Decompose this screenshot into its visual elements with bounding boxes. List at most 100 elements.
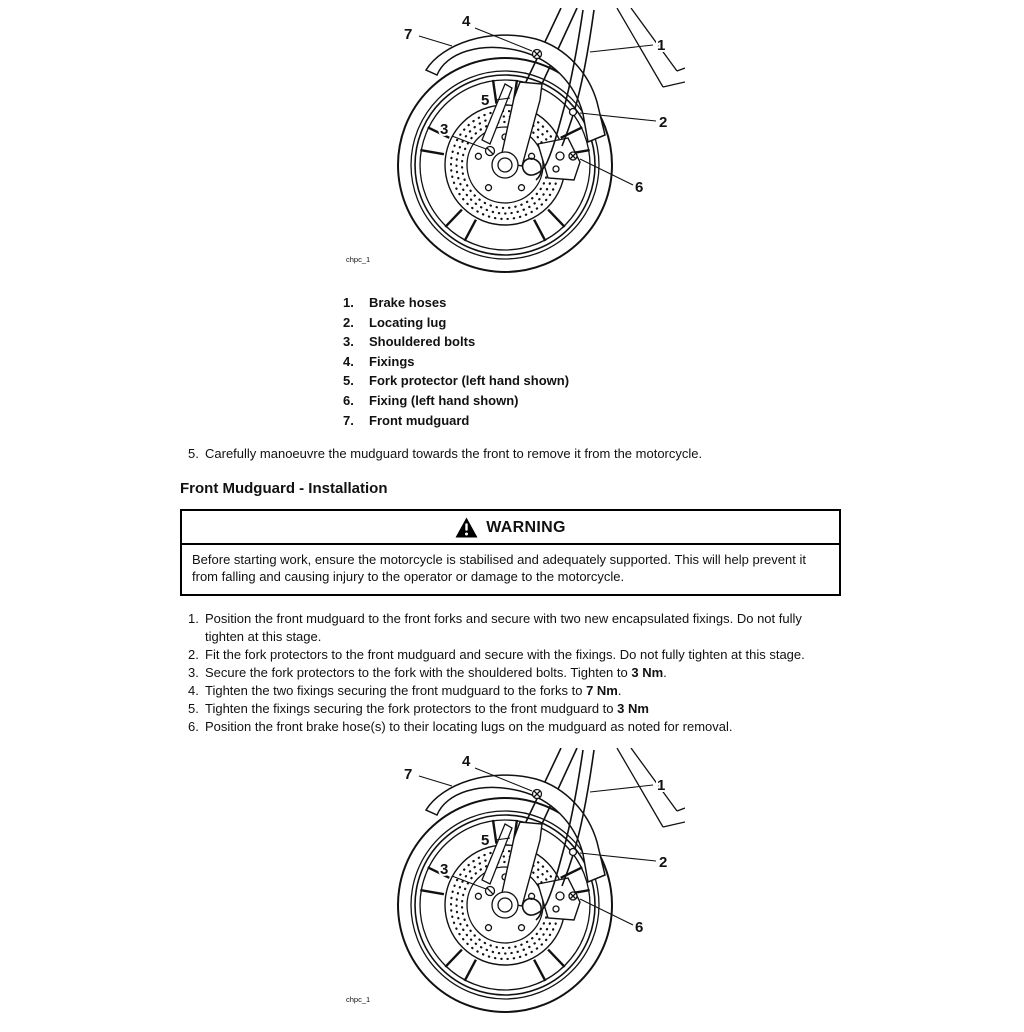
tire-outer <box>397 797 613 1014</box>
section-title: Front Mudguard - Installation <box>180 480 388 498</box>
axle-nut <box>497 157 513 173</box>
brake-hose-front <box>521 750 584 921</box>
callout-leader-lines <box>418 767 657 926</box>
callout-7: 7 <box>404 766 412 783</box>
legend-item-number: 5. <box>343 373 354 389</box>
legend-item-label: Brake hoses <box>369 295 447 310</box>
step-text: Position the front brake hose(s) to thei… <box>205 719 733 735</box>
legend-item: 4. Fixings <box>343 352 1024 372</box>
fixing-screws <box>484 48 578 161</box>
installation-step: 1. Position the front mudguard to the fro… <box>188 610 1024 646</box>
callout-labels: 7 4 1 2 5 3 6 <box>402 11 669 198</box>
step-text: Position the front mudguard to the front… <box>205 611 802 645</box>
step-text: Fit the fork protectors to the front mud… <box>205 647 805 663</box>
installation-step: 5. Tighten the fixings securing the fork … <box>188 700 1024 718</box>
legend-item-label: Locating lug <box>369 314 447 330</box>
warning-title: WARNING <box>486 518 566 536</box>
legend-item-number: 2. <box>343 314 354 330</box>
legend-item-label: Shouldered bolts <box>369 334 476 350</box>
fixing-screws <box>484 789 578 901</box>
mudguard-diagram: 7 4 1 2 5 3 6 chpc_1 <box>346 748 685 1014</box>
manual-page: 7 4 1 2 5 3 6 chpc_1 1. Brake hoses 2. Loca… <box>0 8 1024 1032</box>
callout-6: 6 <box>635 179 643 196</box>
rim-inner <box>419 79 591 251</box>
legend-item-label: Fork protector (left hand shown) <box>369 373 570 389</box>
locating-lug-2 <box>568 848 578 857</box>
wheel-spokes <box>420 79 590 242</box>
mudguard-diagram: 7 4 1 2 5 3 6 chpc_1 <box>346 8 685 273</box>
warning-body-text: Before starting work, ensure the motorcy… <box>192 552 806 584</box>
legend-item: 3. Shouldered bolts <box>343 332 1024 352</box>
front-mudguard-shape <box>424 774 606 884</box>
step-number: 1. <box>188 611 199 627</box>
legend-item-number: 1. <box>343 295 354 310</box>
brake-hose-rear <box>561 750 595 887</box>
figure-caption: chpc_1 <box>346 255 370 264</box>
caliper-bolt-lower <box>552 905 560 913</box>
installation-step: 4. Tighten the two fixings securing the f… <box>188 682 1024 700</box>
step-number: 5. <box>188 701 199 717</box>
legend-item: 7. Front mudguard <box>343 411 1024 431</box>
legend-item: 6.Fixing (left hand shown) <box>343 391 1024 411</box>
removal-step: 5. Carefully manoeuvre the mudguard towa… <box>188 446 1024 462</box>
callout-3: 3 <box>440 121 448 138</box>
removal-step-number: 5. <box>188 446 199 462</box>
step-number: 4. <box>188 683 199 699</box>
legend-item-number: 7. <box>343 412 354 428</box>
callout-1: 1 <box>657 37 665 54</box>
figure-front-mudguard-removal: 7 4 1 2 5 3 6 chpc_1 <box>340 8 685 273</box>
warning-header: WARNING <box>182 511 839 546</box>
front-mudguard-shape <box>424 34 606 144</box>
callout-6: 6 <box>635 919 643 936</box>
warning-box: WARNING Before starting work, ensure the… <box>180 509 841 597</box>
figure-front-mudguard-installation: 7 4 1 2 5 3 6 chpc_1 <box>340 748 685 1014</box>
tire-inner <box>410 810 600 1000</box>
disc-bolts <box>474 873 536 932</box>
legend-item: 1. Brake hoses <box>343 293 1024 313</box>
legend-item: 5. Fork protector (left hand shown) <box>343 371 1024 391</box>
caliper-bolt-upper <box>555 151 565 161</box>
callout-2: 2 <box>659 114 667 131</box>
legend-item-label: Fixing (left hand shown) <box>369 392 519 408</box>
figure-caption: chpc_1 <box>346 995 370 1004</box>
step-number: 3. <box>188 665 199 681</box>
installation-steps: 1. Position the front mudguard to the fro… <box>188 610 1024 736</box>
callout-1: 1 <box>657 777 665 794</box>
callout-4: 4 <box>462 13 471 30</box>
callout-5: 5 <box>481 832 489 849</box>
warning-triangle-icon <box>455 517 478 538</box>
caliper-bolt-upper <box>555 891 565 901</box>
brake-hose-rear <box>561 9 595 147</box>
brake-disc-inner <box>466 126 544 204</box>
callout-leader-lines <box>418 27 657 186</box>
brake-caliper <box>537 137 581 181</box>
locating-lug-2 <box>568 107 578 117</box>
tire-outer <box>397 57 613 273</box>
caliper-bolt-lower <box>552 165 560 173</box>
rim-outer <box>414 74 596 256</box>
bodywork-lines <box>616 8 685 88</box>
legend-item-label: Front mudguard <box>369 412 470 428</box>
wheel-spokes <box>420 819 590 982</box>
rim-outer <box>414 814 596 996</box>
step-text: Secure the fork protectors to the fork w… <box>205 665 667 681</box>
brake-hose-front <box>521 9 584 181</box>
callout-5: 5 <box>481 92 489 109</box>
step-text: Tighten the two fixings securing the fro… <box>205 683 622 699</box>
legend-item-label: Fixings <box>369 353 415 369</box>
callout-2: 2 <box>659 854 667 871</box>
axle-nut <box>497 897 513 913</box>
installation-step: 3. Secure the fork protectors to the fork… <box>188 664 1024 682</box>
legend-item-number: 3. <box>343 334 354 350</box>
figure-legend: 1. Brake hoses 2. Locating lug 3. Shouldered … <box>343 293 1024 430</box>
step-text: Tighten the fixings securing the fork pr… <box>205 701 649 717</box>
legend-item-number: 4. <box>343 353 354 369</box>
step-number: 2. <box>188 647 199 663</box>
installation-step: 2. Fit the fork protectors to the front m… <box>188 646 1024 664</box>
callout-7: 7 <box>404 26 412 43</box>
callout-3: 3 <box>440 861 448 878</box>
disc-bolts <box>474 133 536 192</box>
brake-caliper <box>537 877 581 921</box>
bodywork-lines <box>616 748 685 828</box>
tire-inner <box>410 70 600 260</box>
